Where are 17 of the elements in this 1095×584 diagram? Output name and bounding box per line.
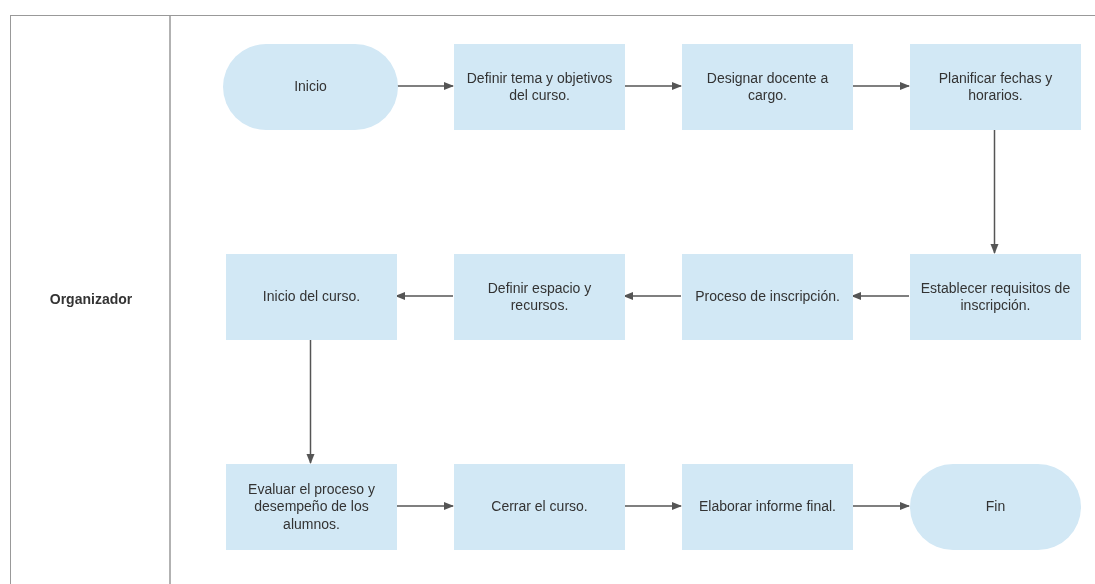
process-box: Cerrar el curso. [454, 464, 625, 550]
process-box: Inicio del curso. [226, 254, 397, 340]
process-box: Designar docente a cargo. [682, 44, 853, 130]
process-box: Establecer requisitos de inscripción. [910, 254, 1081, 340]
terminal-shape: Fin [910, 464, 1081, 550]
process-box: Elaborar informe final. [682, 464, 853, 550]
arrow [396, 82, 454, 90]
process-box: Evaluar el proceso y desempeño de los alumnos. [226, 464, 397, 550]
process-box: Definir espacio y recursos. [454, 254, 625, 340]
terminal-shape: Inicio [223, 44, 398, 130]
process-box: Planificar fechas y horarios. [910, 44, 1081, 130]
process-box: Proceso de inscripción. [682, 254, 853, 340]
lane-label: Organizador [49, 291, 133, 307]
swimlane [10, 15, 1095, 584]
process-box: Definir tema y objetivos del curso. [454, 44, 625, 130]
arrow [306, 338, 315, 464]
arrow [990, 128, 999, 254]
